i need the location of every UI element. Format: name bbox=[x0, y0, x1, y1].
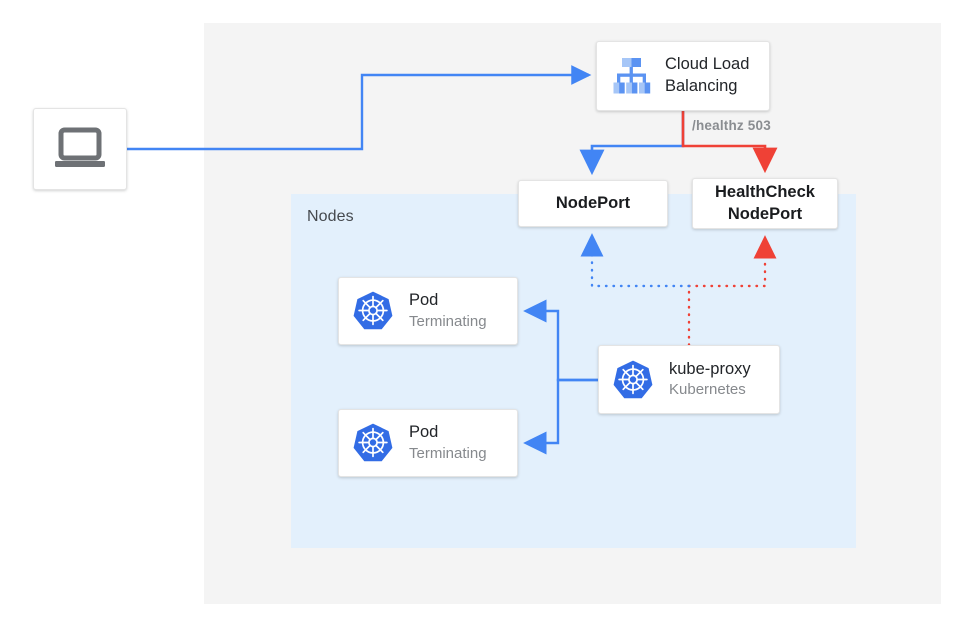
pod-2-title: Pod bbox=[409, 423, 439, 442]
healthcheck-nodeport-label-line1: HealthCheck bbox=[715, 183, 815, 202]
kubernetes-icon bbox=[353, 423, 393, 462]
pod-node-2[interactable]: Pod Terminating bbox=[338, 409, 518, 477]
healthcheck-nodeport-label-line2: NodePort bbox=[727, 204, 803, 223]
pod-node-1[interactable]: Pod Terminating bbox=[338, 277, 518, 345]
cloud-load-balancing-title-line2: Balancing bbox=[665, 77, 738, 95]
laptop-icon bbox=[55, 127, 105, 167]
cloud-load-balancing-node[interactable]: Cloud Load Balancing bbox=[596, 41, 770, 111]
kubernetes-icon bbox=[353, 291, 393, 330]
kubernetes-icon bbox=[613, 360, 653, 398]
healthz-status-label: /healthz 503 bbox=[692, 118, 771, 133]
cloud-load-balancing-title: Cloud Load bbox=[665, 55, 750, 74]
nodeport-label: NodePort bbox=[555, 193, 631, 212]
cloud-load-balancing-icon bbox=[613, 58, 651, 94]
client-node[interactable] bbox=[33, 108, 127, 190]
nodes-panel-label: Nodes bbox=[307, 208, 354, 225]
pod-2-status: Terminating bbox=[409, 444, 487, 462]
nodeport-node[interactable]: NodePort bbox=[518, 180, 668, 227]
pod-1-title: Pod bbox=[409, 291, 439, 310]
kube-proxy-subtitle: Kubernetes bbox=[669, 381, 746, 399]
kube-proxy-node[interactable]: kube-proxy Kubernetes bbox=[598, 345, 780, 414]
kube-proxy-title: kube-proxy bbox=[669, 359, 751, 378]
pod-1-status: Terminating bbox=[409, 312, 487, 330]
healthcheck-nodeport-node[interactable]: HealthCheck NodePort bbox=[692, 178, 838, 229]
